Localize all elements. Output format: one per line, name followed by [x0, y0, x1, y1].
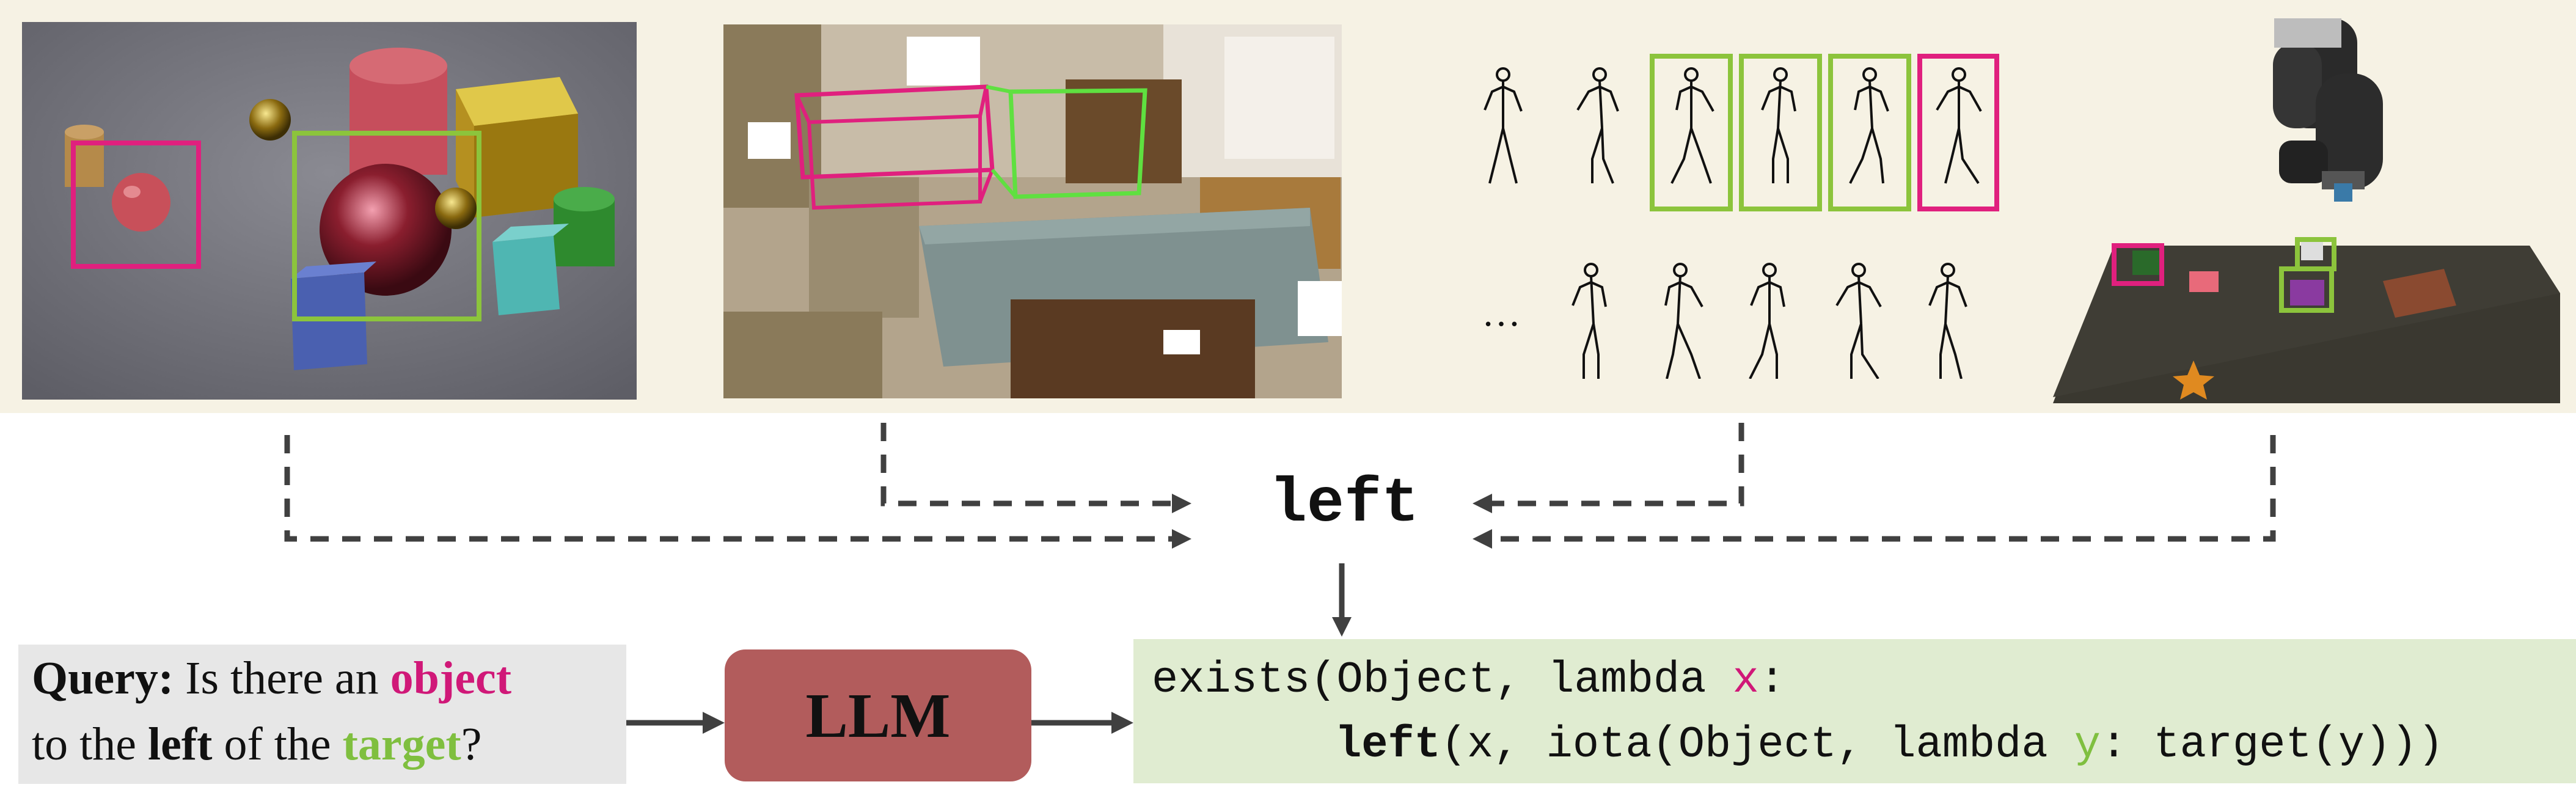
- center-word-left: left: [1269, 469, 1419, 540]
- query-qmark: ?: [461, 719, 482, 770]
- program-box: exists(Object, lambda x: left(x, iota(Ob…: [1133, 639, 2576, 783]
- code-var-x: x: [1732, 655, 1759, 705]
- motion-sequence: …: [1454, 37, 2029, 379]
- stick-figure: [1835, 263, 1882, 379]
- indoor-scan-image: [723, 24, 1342, 398]
- ellipsis: …: [1482, 291, 1521, 334]
- code-var-y: y: [2074, 720, 2101, 770]
- pink-bounding-box: [71, 141, 201, 269]
- program-line-2: left(x, iota(Object, lambda y: target(y)…: [1335, 717, 2444, 772]
- code-text: exists(Object, lambda: [1152, 655, 1733, 705]
- query-box: Query: Is there an object to the left of…: [18, 645, 626, 784]
- pink-bounding-box: [1917, 54, 1999, 211]
- stick-figure: [1664, 263, 1703, 379]
- stick-figure: [1572, 263, 1607, 379]
- query-target-word: target: [342, 719, 461, 770]
- clevr-scene-image: [22, 22, 637, 400]
- pink-bounding-box: [2112, 243, 2164, 286]
- llm-box: LLM: [725, 649, 1031, 781]
- code-text: : target(y))): [2101, 720, 2444, 770]
- llm-label: LLM: [805, 680, 951, 751]
- code-text: (x, iota(Object, lambda: [1440, 720, 2074, 770]
- green-bounding-box: [1650, 54, 1733, 211]
- stick-figure: [1749, 263, 1785, 379]
- query-line-1: Query: Is there an object: [32, 651, 511, 706]
- query-left-word: left: [147, 719, 213, 770]
- query-text: of the: [212, 719, 343, 770]
- green-bounding-box: [2279, 266, 2334, 313]
- stick-figure: [1928, 263, 1967, 379]
- query-label: Query:: [32, 653, 174, 704]
- program-line-1: exists(Object, lambda x:: [1152, 653, 1785, 708]
- stick-figure: [1484, 67, 1523, 184]
- query-text: Is there an: [174, 653, 390, 704]
- code-left-keyword: left: [1335, 720, 1441, 770]
- stick-figure: [1849, 67, 1889, 184]
- query-text: to the: [32, 719, 148, 770]
- 3d-bounding-boxes: [794, 84, 1147, 210]
- stick-figure: [1576, 67, 1619, 184]
- query-line-2: to the left of the target?: [32, 717, 481, 772]
- green-bounding-box: [1739, 54, 1822, 211]
- green-bounding-box: [292, 131, 481, 321]
- code-text: :: [1758, 655, 1785, 705]
- stick-figure: [1670, 67, 1714, 184]
- stick-figure: [1936, 67, 1982, 185]
- query-object-word: object: [390, 653, 512, 704]
- stick-figure: [1761, 67, 1796, 183]
- robot-tabletop-image: [2053, 18, 2560, 403]
- green-bounding-box: [1828, 54, 1911, 211]
